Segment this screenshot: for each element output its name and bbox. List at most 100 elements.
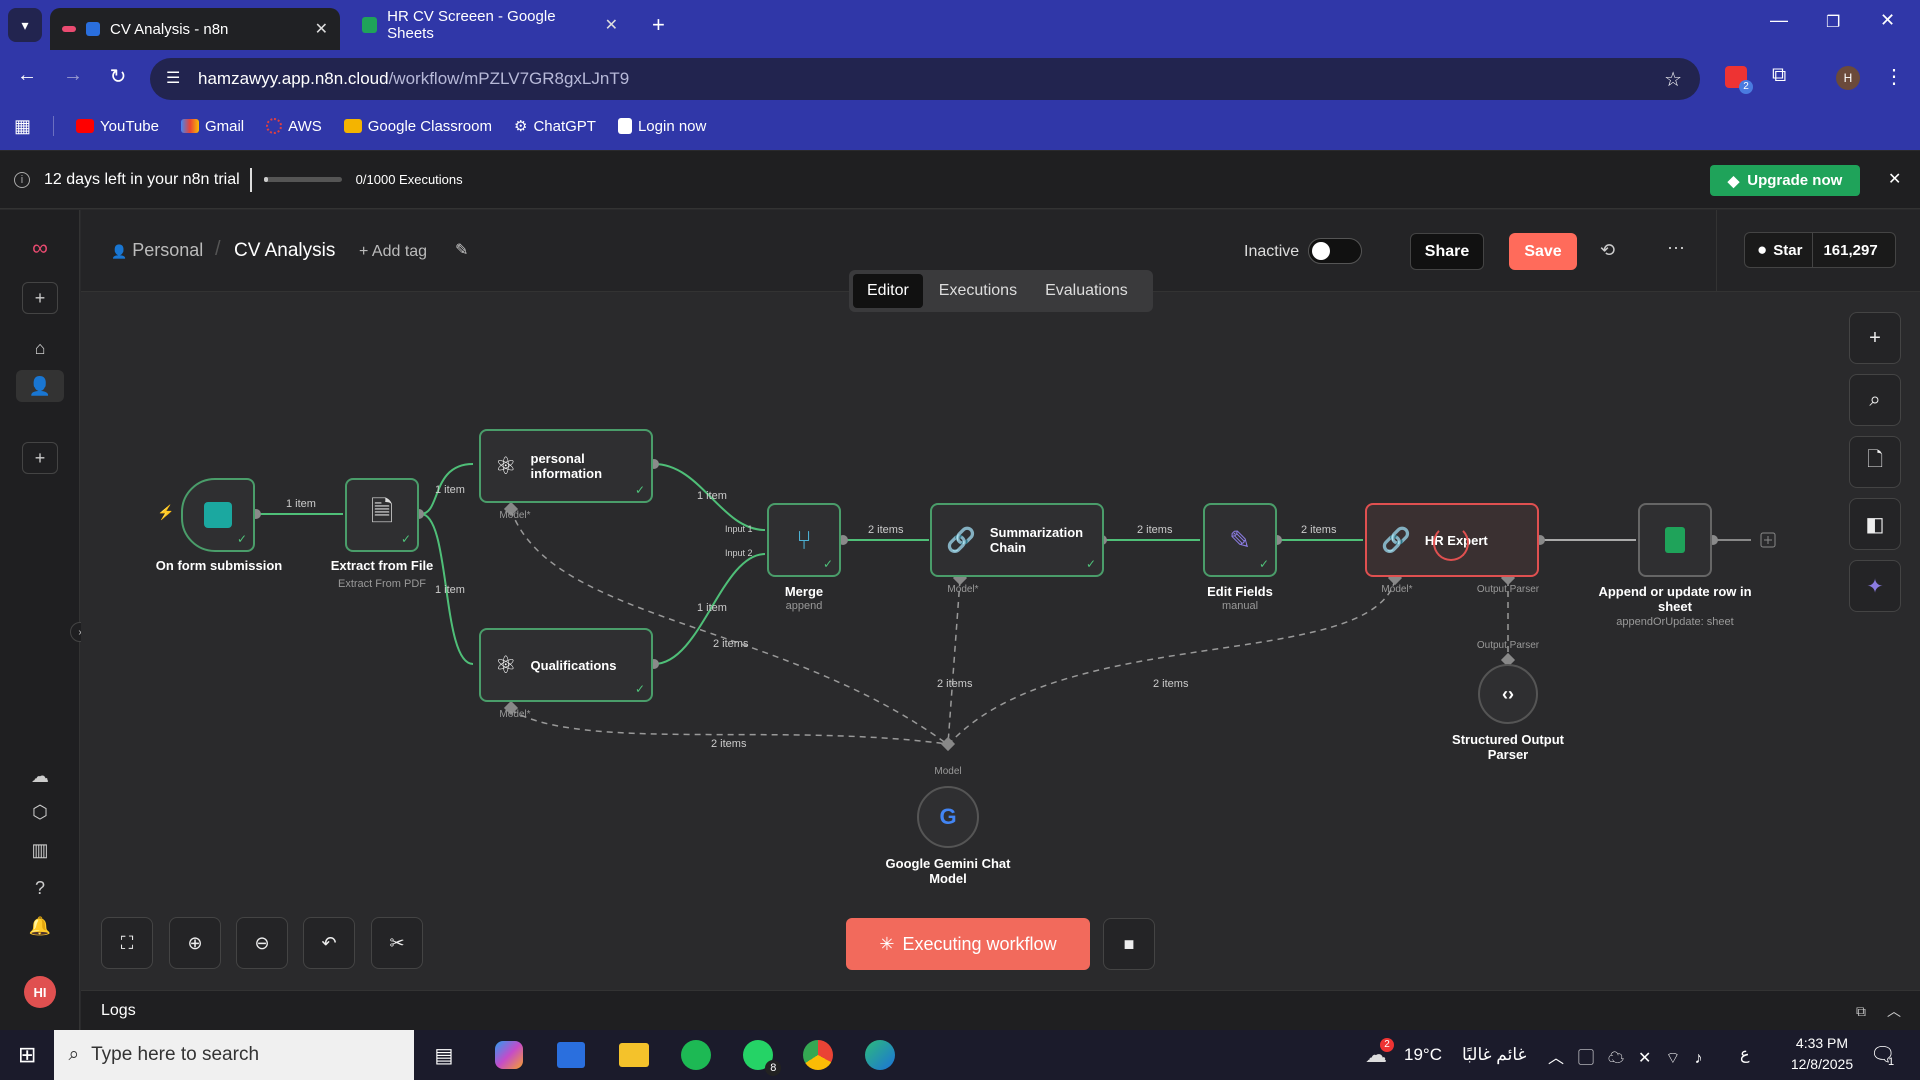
- save-button[interactable]: Save: [1509, 233, 1577, 270]
- workflow-canvas[interactable]: Editor Executions Evaluations: [81, 270, 1920, 989]
- merge-icon: ⑂: [796, 524, 812, 555]
- close-tab-icon[interactable]: ✕: [314, 21, 328, 38]
- copilot-icon[interactable]: [495, 1041, 524, 1069]
- apps-grid-icon[interactable]: ▦: [14, 115, 32, 136]
- tab-executions[interactable]: Executions: [938, 282, 1018, 299]
- add-project-icon[interactable]: +: [22, 442, 58, 474]
- more-options-icon[interactable]: ⋯: [1667, 238, 1685, 258]
- node-qualifications[interactable]: ⚛ Qualifications ✓: [479, 628, 653, 702]
- help-icon[interactable]: ?: [34, 877, 45, 898]
- user-avatar[interactable]: HI: [24, 976, 56, 1008]
- templates-icon[interactable]: ⬡: [32, 801, 48, 822]
- close-window-button[interactable]: ✕: [1880, 10, 1896, 30]
- whatsapp-icon[interactable]: 8: [743, 1040, 782, 1076]
- fit-view-button[interactable]: ⛶: [101, 917, 153, 969]
- node-summarization-chain[interactable]: 🔗 Summarization Chain ✓: [930, 503, 1104, 577]
- browser-menu-icon[interactable]: ⋮: [1884, 66, 1904, 88]
- github-star-button[interactable]: ● Star 161,297: [1744, 232, 1896, 268]
- node-merge[interactable]: ⑂ ✓: [767, 503, 841, 577]
- node-personal-information[interactable]: ⚛ personal information ✓: [479, 429, 653, 503]
- zoom-out-button[interactable]: ⊖: [236, 917, 288, 969]
- extension-icon[interactable]: 2: [1725, 66, 1753, 94]
- port-label: Output Parser: [1476, 640, 1540, 651]
- node-structured-output-parser[interactable]: ‹›: [1478, 664, 1538, 724]
- extensions-puzzle-icon[interactable]: ⧉: [1772, 64, 1787, 86]
- task-view-icon[interactable]: ▤: [434, 1044, 454, 1067]
- tidy-up-button[interactable]: ✂: [371, 917, 423, 969]
- bookmark-star-icon[interactable]: ☆: [1664, 69, 1682, 91]
- zoom-in-button[interactable]: ⊕: [169, 917, 221, 969]
- windows-start-icon[interactable]: ⊞: [18, 1042, 37, 1067]
- upgrade-button[interactable]: ◆Upgrade now: [1710, 165, 1860, 196]
- node-google-gemini[interactable]: G: [917, 786, 979, 848]
- share-button[interactable]: Share: [1410, 233, 1484, 270]
- tab-google-sheets[interactable]: HR CV Screeen - Google Sheets ✕: [350, 8, 630, 42]
- history-icon[interactable]: ⟲: [1600, 240, 1616, 260]
- popout-icon[interactable]: ⧉: [1856, 1003, 1866, 1019]
- address-bar[interactable]: ☰ hamzawyy.app.n8n.cloud/workflow/mPZLV7…: [150, 58, 1700, 100]
- workflow-name[interactable]: CV Analysis: [234, 240, 336, 261]
- panel-toggle-button[interactable]: ◧: [1849, 498, 1901, 550]
- add-icon[interactable]: +: [22, 282, 58, 314]
- back-icon[interactable]: ←: [17, 64, 37, 86]
- breadcrumb-project[interactable]: 👤 Personal: [111, 240, 204, 260]
- bookmark-classroom[interactable]: Google Classroom: [343, 118, 492, 135]
- node-form-submission[interactable]: ✓: [181, 478, 255, 552]
- edge-icon[interactable]: [865, 1040, 896, 1070]
- add-node-button[interactable]: +: [1849, 312, 1901, 364]
- minimize-button[interactable]: —: [1770, 10, 1788, 30]
- bookmark-chatgpt[interactable]: ⚙ChatGPT: [513, 117, 596, 136]
- reload-icon[interactable]: ↻: [109, 66, 127, 88]
- taskbar-search[interactable]: ⌕ Type here to search: [54, 1030, 415, 1080]
- stop-execution-button[interactable]: ■: [1103, 918, 1155, 970]
- input-language[interactable]: ع: [1740, 1046, 1750, 1063]
- ai-assistant-button[interactable]: ✦: [1849, 560, 1901, 612]
- file-explorer-icon[interactable]: [619, 1043, 650, 1067]
- bookmark-youtube[interactable]: YouTube: [76, 118, 159, 135]
- close-tab-icon[interactable]: ✕: [604, 17, 618, 34]
- n8n-logo-icon[interactable]: ∞: [32, 235, 48, 260]
- node-edit-fields[interactable]: ✎ ✓: [1203, 503, 1277, 577]
- expand-logs-icon[interactable]: ︿: [1887, 1003, 1901, 1019]
- executions-count: 0/1000 Executions: [355, 172, 463, 187]
- tab-cv-analysis[interactable]: CV Analysis - n8n ✕: [50, 8, 340, 50]
- tab-title: HR CV Screeen - Google Sheets: [387, 8, 556, 42]
- undo-button[interactable]: ↶: [303, 917, 355, 969]
- add-tag-button[interactable]: + Add tag: [359, 243, 428, 260]
- bookmark-gmail[interactable]: Gmail: [180, 118, 244, 135]
- site-info-icon[interactable]: ☰: [166, 70, 181, 87]
- search-nodes-button[interactable]: ⌕: [1849, 374, 1901, 426]
- home-icon[interactable]: ⌂: [34, 337, 46, 358]
- profile-avatar[interactable]: H: [1836, 66, 1860, 90]
- insights-icon[interactable]: ▥: [31, 839, 49, 860]
- forward-icon[interactable]: →: [63, 64, 83, 86]
- close-banner-icon[interactable]: ✕: [1888, 171, 1902, 188]
- store-icon[interactable]: [557, 1042, 586, 1068]
- notifications-icon[interactable]: 🔔: [28, 915, 52, 936]
- restore-button[interactable]: ❐: [1826, 14, 1841, 31]
- node-append-sheet[interactable]: [1638, 503, 1712, 577]
- clock-time[interactable]: 4:33 PM: [1795, 1035, 1849, 1051]
- bookmark-login[interactable]: Login now: [617, 118, 706, 135]
- new-tab-button[interactable]: +: [652, 12, 665, 37]
- logs-panel[interactable]: Logs ⧉ ︿: [81, 990, 1920, 1030]
- edit-description-icon[interactable]: ✎: [455, 242, 469, 259]
- sticky-note-button[interactable]: 🗋: [1849, 436, 1901, 488]
- active-toggle[interactable]: [1308, 238, 1362, 264]
- node-hr-expert[interactable]: 🔗 HR Expert: [1365, 503, 1539, 577]
- notification-center-icon[interactable]: 🗨: [1870, 1044, 1896, 1066]
- success-check-icon: ✓: [1085, 557, 1096, 571]
- tab-evaluations[interactable]: Evaluations: [1045, 282, 1128, 299]
- chrome-icon[interactable]: [803, 1040, 834, 1070]
- clock-date[interactable]: 12/8/2025: [1790, 1056, 1854, 1072]
- tab-editor[interactable]: Editor: [853, 274, 923, 308]
- port-label: Model*: [499, 510, 531, 521]
- tab-list-button[interactable]: ▾: [8, 8, 42, 42]
- personal-icon[interactable]: 👤: [16, 370, 64, 402]
- spotify-icon[interactable]: [681, 1040, 712, 1070]
- executing-workflow-button[interactable]: ✳ Executing workflow: [846, 918, 1090, 970]
- bookmark-aws[interactable]: AWS: [266, 118, 322, 135]
- tray-icons[interactable]: ︿▢☁✕⌔♪: [1548, 1050, 1717, 1067]
- node-extract-from-file[interactable]: 🗎 ✓: [345, 478, 419, 552]
- cloud-icon[interactable]: ☁: [31, 765, 49, 786]
